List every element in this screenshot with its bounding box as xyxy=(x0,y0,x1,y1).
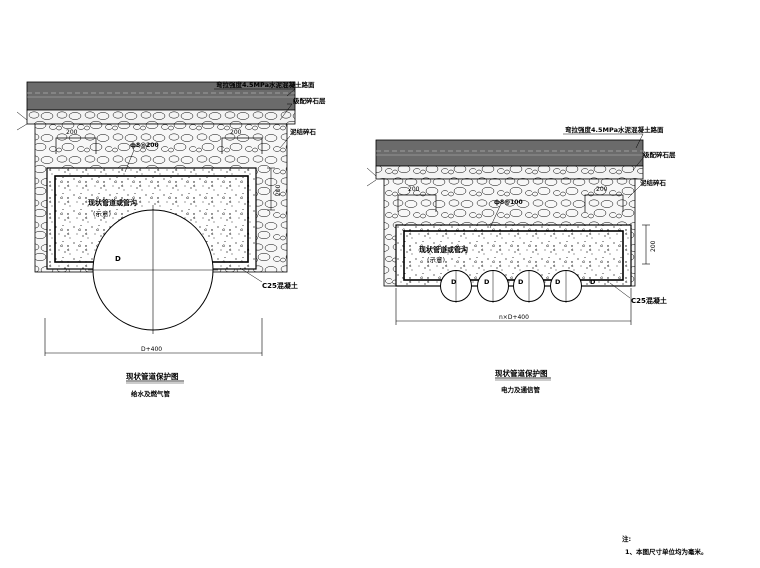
right-pipe-label: D xyxy=(555,278,561,286)
left-dim-200-b: 200 xyxy=(230,129,242,136)
right-title: 现状管道保护图 xyxy=(495,368,548,378)
right-pipe-label: D xyxy=(484,278,490,286)
right-pipe-label: D xyxy=(451,278,457,286)
left-width-label: D+400 xyxy=(141,346,162,353)
notes-heading: 注: xyxy=(622,534,631,543)
right-trench-note: (示意) xyxy=(427,255,445,264)
right-dim-200-a: 200 xyxy=(408,186,420,193)
right-rebar-label: ф8@100 xyxy=(494,199,523,206)
right-rebar-cage xyxy=(403,230,624,281)
left-pavement-layer xyxy=(26,81,296,111)
left-title: 现状管道保护图 xyxy=(126,371,179,381)
right-pipe-label: D xyxy=(518,278,524,286)
left-trench-note: (示意) xyxy=(93,209,111,218)
left-trench-label: 现状管道或管沟 xyxy=(88,198,137,207)
right-dim-box-a xyxy=(397,194,437,212)
right-subtitle: 电力及通信管 xyxy=(501,385,541,394)
left-dim-200-v: 200 xyxy=(275,184,282,196)
right-dim-200-b: 200 xyxy=(596,186,608,193)
left-dim-box-b xyxy=(221,137,263,154)
left-detail: 弯拉强度4.5MPa水泥混凝土路面 级配碎石层 泥结碎石 ф8@200 200 … xyxy=(16,80,326,398)
left-subtitle: 给水及燃气管 xyxy=(131,389,171,398)
right-pavement-label: 弯拉强度4.5MPa水泥混凝土路面 xyxy=(565,125,664,134)
right-pipe-row xyxy=(440,270,582,303)
left-concrete-label: C25混凝土 xyxy=(262,281,298,290)
left-dim-box-a xyxy=(55,137,97,154)
notes-line-1: 1、本图尺寸单位均为毫米。 xyxy=(625,547,708,556)
right-trench-label: 现状管道或管沟 xyxy=(419,245,468,254)
right-pipe-label: D xyxy=(590,278,596,286)
right-detail: 弯拉强度4.5MPa水泥混凝土路面 级配碎石层 泥结碎石 ф8@100 200 … xyxy=(366,125,676,394)
right-mudstone-label: 泥结碎石 xyxy=(640,178,667,187)
right-concrete-label: C25混凝土 xyxy=(631,296,667,305)
left-dim-200-a: 200 xyxy=(66,129,78,136)
right-pavement-layer xyxy=(375,139,644,167)
left-rebar-label: ф8@200 xyxy=(130,142,159,149)
right-dim-box-b xyxy=(584,194,624,212)
right-gravel-label: 级配碎石层 xyxy=(642,150,676,159)
left-pipe-label: D xyxy=(115,255,121,263)
right-width-label: n×D+400 xyxy=(499,314,529,321)
left-pavement-label: 弯拉强度4.5MPa水泥混凝土路面 xyxy=(216,80,315,89)
left-gravel-label: 级配碎石层 xyxy=(292,96,326,105)
right-dim-200-v: 200 xyxy=(650,240,657,252)
left-mudstone-label: 泥结碎石 xyxy=(290,127,317,136)
